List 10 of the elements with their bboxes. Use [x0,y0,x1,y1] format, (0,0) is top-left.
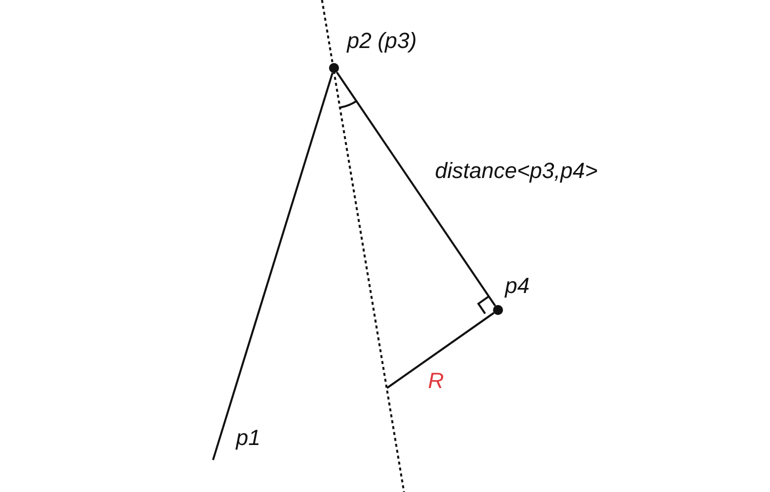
point-dot [493,305,503,315]
point-label: p2 (p3) [347,30,417,52]
line-segment [212,72,334,460]
point-label: p1 [236,427,260,449]
segment-label: R [428,370,444,392]
line-segment [386,312,494,389]
point-label: p4 [505,275,530,297]
line-segment [336,72,496,306]
edge-label: distance<p3,p4> [435,160,598,182]
point-dot [329,63,339,73]
